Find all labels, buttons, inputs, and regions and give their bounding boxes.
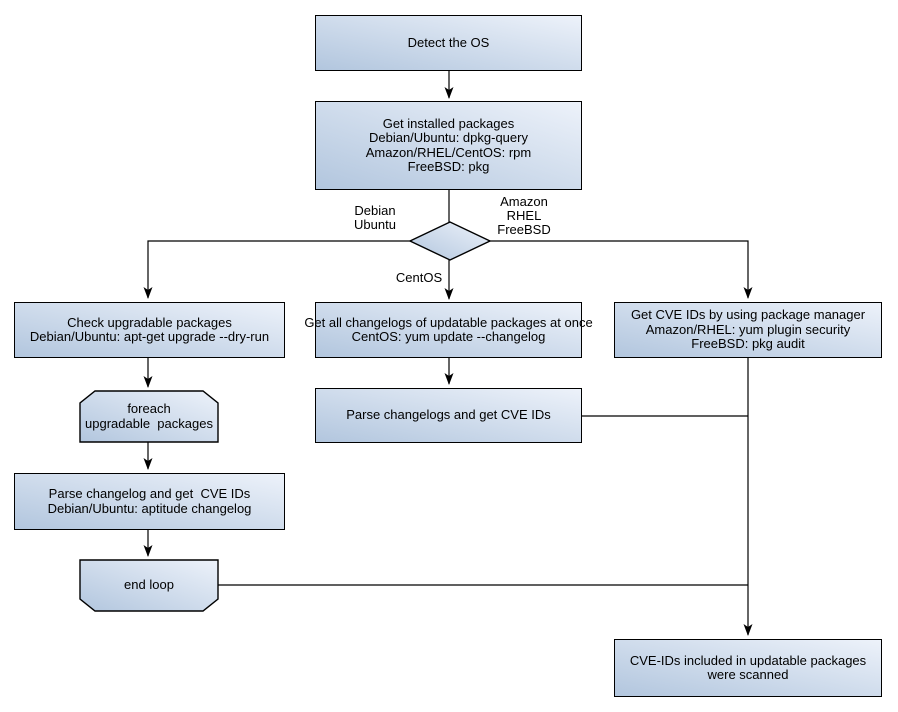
node-result-scanned: CVE-IDs included in updatable packages w…	[614, 639, 882, 697]
node-get-cve-package-manager: Get CVE IDs by using package manager Ama…	[614, 302, 882, 358]
edge-decision-to-pkgmgr	[488, 240, 753, 299]
end-loop-shape	[79, 559, 219, 612]
node-parse-changelogs: Parse changelogs and get CVE IDs	[315, 388, 582, 443]
edge-decision-to-check	[143, 240, 411, 299]
branch-label-debian-ubuntu: Debian Ubuntu	[354, 203, 396, 232]
node-check-upgradable-packages: Check upgradable packages Debian/Ubuntu:…	[14, 302, 285, 358]
node-get-all-changelogs: Get all changelogs of updatable packages…	[304, 302, 593, 358]
node-get-installed-packages: Get installed packages Debian/Ubuntu: dp…	[315, 101, 582, 190]
foreach-loop-shape	[79, 390, 219, 443]
end-loop-label: end loop	[124, 577, 174, 593]
foreach-loop-label: foreach upgradable packages	[85, 401, 213, 431]
branch-label-amazon-rhel-freebsd: Amazon RHEL FreeBSD	[497, 194, 551, 237]
edge-lines	[143, 71, 753, 636]
node-detect-os: Detect the OS	[315, 15, 582, 71]
branch-label-centos: CentOS	[395, 270, 443, 285]
node-parse-changelog-debian: Parse changelog and get CVE IDs Debian/U…	[14, 473, 285, 530]
os-decision-diamond	[408, 221, 492, 261]
